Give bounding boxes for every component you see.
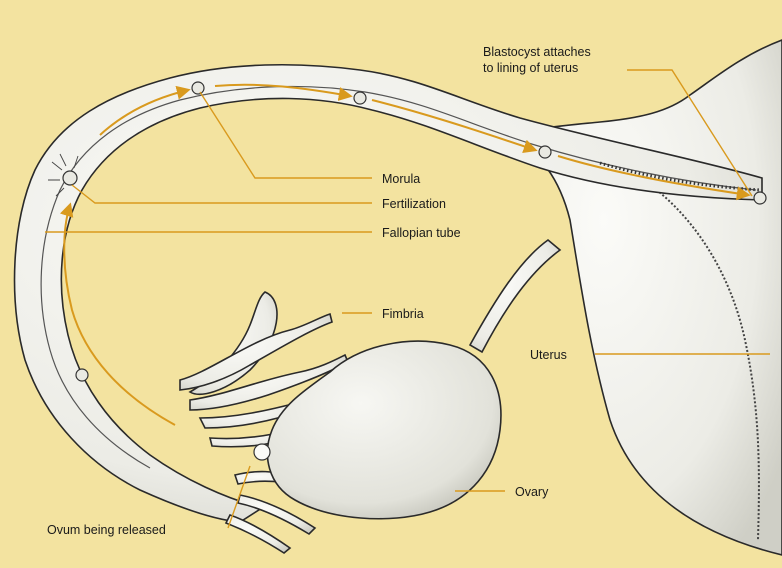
label-fertilization: Fertilization bbox=[382, 197, 446, 211]
zygote-icon bbox=[192, 82, 204, 94]
label-morula: Morula bbox=[382, 172, 420, 186]
label-ovum-released: Ovum being released bbox=[47, 523, 166, 537]
implanted-blastocyst-icon bbox=[754, 192, 766, 204]
label-ovary: Ovary bbox=[515, 485, 549, 499]
morula-icon bbox=[354, 92, 366, 104]
ovum-in-tube-icon bbox=[76, 369, 88, 381]
label-fallopian-tube: Fallopian tube bbox=[382, 226, 461, 240]
fertilization-icon bbox=[63, 171, 77, 185]
label-fimbria: Fimbria bbox=[382, 307, 424, 321]
blastocyst-icon bbox=[539, 146, 551, 158]
ovum-released-icon bbox=[254, 444, 270, 460]
label-uterus: Uterus bbox=[530, 348, 567, 362]
